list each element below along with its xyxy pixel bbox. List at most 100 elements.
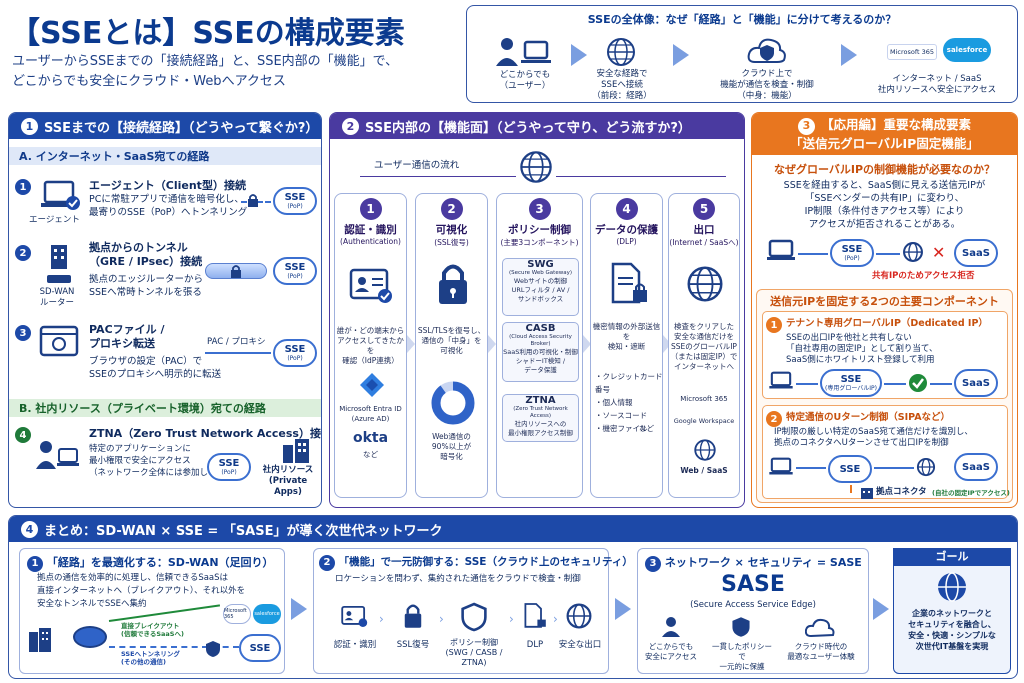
padlock-icon bbox=[439, 264, 467, 304]
function-column-policy: 3 ポリシー制御 (主要3コンポーネント) SWG (Secure Web Ga… bbox=[496, 193, 583, 498]
flow-arrow bbox=[798, 253, 828, 255]
u-turn-path bbox=[850, 485, 852, 493]
sse-cloud: SSE bbox=[828, 455, 872, 483]
building-icon bbox=[29, 628, 51, 652]
chevron-right-icon bbox=[488, 335, 496, 353]
overview-step-4: インターネット / SaaS 社内リソースへ安全にアクセス bbox=[877, 74, 997, 95]
globe-icon bbox=[687, 266, 723, 302]
sse-tunnel-label: SSEへトンネリング (その他の通信) bbox=[121, 650, 180, 666]
private-apps-label: 社内リソース (Private Apps) bbox=[262, 465, 314, 497]
route-item-1-number: 1 bbox=[15, 179, 31, 195]
encryption-stat: Web通信の 90%以上が 暗号化 bbox=[431, 432, 472, 461]
shield-icon bbox=[732, 617, 750, 637]
dlp-desc: 機密情報の外部送信を 検知・遮断 bbox=[592, 322, 661, 351]
component-1-desc: SSEの出口IPを他社と共有しない 「自社専用の固定IP」として割り当て、 Sa… bbox=[786, 333, 938, 365]
function-column-egress: 5 出口 (Internet / SaaSへ) 検査をクリアした 安全な通信だけ… bbox=[668, 193, 740, 498]
goal-box bbox=[893, 548, 1011, 674]
saas-cloud: SaaS bbox=[954, 369, 998, 397]
sse-function-title: 2 「機能」で一元防御する：SSE（クラウド上のセキュリティ） bbox=[319, 554, 633, 571]
flow-line bbox=[556, 176, 726, 177]
auth-logos-more: など bbox=[363, 450, 378, 459]
sdwan-box bbox=[19, 548, 285, 674]
flow-line bbox=[360, 176, 516, 177]
overview-step-3: クラウド上で 機能が通信を検査・制御 （中身：機能） bbox=[720, 69, 814, 101]
entra-id-logo-icon bbox=[360, 373, 384, 397]
route-item-2-number: 2 bbox=[15, 245, 31, 261]
buildings-icon bbox=[283, 439, 309, 463]
chevron-right-icon: › bbox=[509, 612, 514, 626]
component-2-title: 特定通信のUターン制御（SIPAなど） bbox=[786, 412, 951, 423]
globe-icon bbox=[694, 439, 716, 461]
lock-icon bbox=[231, 265, 241, 278]
shield-icon bbox=[206, 641, 220, 657]
sse-function-desc: ロケーションを問わず、集約された通信をクラウドで検査・制御 bbox=[335, 574, 581, 584]
route-item-1-desc: PCに常駐アプリで通信を暗号化し、 最寄りのSSE（PoP）へトンネリング bbox=[89, 194, 248, 218]
visibility-desc: SSL/TLSを復号し、 通信の「中身」を 可視化 bbox=[417, 326, 486, 355]
page-title: 【SSEとは】SSEの構成要素 bbox=[10, 16, 405, 51]
globe-icon bbox=[566, 603, 592, 629]
summary-step-egress: 安全な出口 bbox=[558, 640, 602, 650]
building-router-icon bbox=[47, 245, 71, 283]
function-column-auth: 1 認証・識別 (Authentication) 誰が・どの端末から アクセスし… bbox=[334, 193, 407, 498]
overview-panel: SSEの全体像：なぜ「経路」と「機能」に分けて考えるのか？ どこからでも （ユー… bbox=[466, 5, 1018, 103]
access-denied-label: 共有IPのためアクセス拒否 bbox=[872, 271, 975, 281]
document-lock-icon bbox=[611, 262, 647, 304]
sdwan-desc: 拠点の通信を効率的に処理し、信頼できるSaaSは 直接インターネットへ（ブレイク… bbox=[37, 573, 246, 609]
flow-arrow bbox=[876, 253, 900, 255]
chevron-right-icon: › bbox=[439, 612, 444, 626]
ip-fix-section-title: 送信元IPを固定する2つの主要コンポーネント bbox=[770, 295, 999, 308]
arrow-icon bbox=[291, 598, 307, 620]
route-item-3-title: PACファイル / プロキシ転送 bbox=[89, 323, 165, 350]
flow-arrow bbox=[884, 383, 906, 385]
browser-icon bbox=[39, 325, 79, 357]
sse-pop-cloud: SSE(PoP) bbox=[273, 187, 317, 215]
route-item-1-title: エージェント（Client型）接続 bbox=[89, 179, 246, 192]
deny-x-icon: ✕ bbox=[932, 243, 946, 262]
sse-dedicated-ip-cloud: SSE(専用グローバルIP) bbox=[820, 369, 882, 397]
id-card-icon bbox=[349, 268, 392, 303]
microsoft-365-logo: Microsoft 365 bbox=[680, 395, 728, 403]
dlp-list: ・クレジットカード番号 ・個人情報 ・ソースコード ・機密ファイル bbox=[595, 372, 663, 433]
agent-icon-label: エージェント bbox=[29, 215, 80, 225]
padlock-icon bbox=[404, 604, 422, 628]
sse-function-box bbox=[313, 548, 609, 674]
globe-icon bbox=[607, 38, 635, 66]
cloud-icon bbox=[805, 618, 835, 638]
laptop-icon bbox=[769, 457, 793, 475]
page-subtitle: ユーザーからSSEまでの「接続経路」と、SSE内部の「機能」で、 どこからでも安… bbox=[12, 54, 399, 89]
document-lock-icon bbox=[524, 603, 546, 628]
arrow-icon bbox=[673, 44, 689, 66]
check-circle-icon bbox=[909, 374, 927, 392]
flow-arrow bbox=[930, 383, 952, 385]
advanced-header: 3【応用編】重要な構成要素 「送信元グローバルIP固定機能」 bbox=[752, 113, 1017, 155]
component-2-desc: IP制限の厳しい特定のSaaS宛て通信だけを識別し、 拠点のコネクタへUターンさ… bbox=[774, 427, 973, 448]
laptop-icon bbox=[769, 371, 793, 389]
arrow-icon bbox=[873, 598, 889, 620]
flow-arrow bbox=[796, 467, 826, 469]
globe-icon bbox=[903, 242, 923, 262]
component-1-title: テナント専用グローバルIP（Dedicated IP） bbox=[786, 318, 988, 329]
flow-arrow bbox=[796, 383, 818, 385]
route-item-4-title: ZTNA（Zero Trust Network Access）接続 bbox=[89, 427, 322, 440]
saas-cloud: SaaS bbox=[954, 239, 998, 267]
salesforce-logo: salesforce bbox=[253, 604, 281, 624]
sse-tunnel-path bbox=[109, 646, 239, 648]
sse-pop-cloud: SSE(PoP) bbox=[207, 453, 251, 481]
router-icon-label: SD-WAN ルーター bbox=[39, 287, 75, 308]
user-laptop-icon bbox=[36, 441, 79, 469]
overview-step-1: どこからでも （ユーザー） bbox=[499, 70, 551, 91]
component-2-number: 2 bbox=[766, 411, 782, 427]
chevron-right-icon bbox=[583, 335, 591, 353]
sase-box bbox=[637, 548, 869, 674]
user-icon bbox=[662, 617, 680, 637]
egress-desc: 検査をクリアした 安全な通信だけを SSEのグローバルIP （または固定IP）で… bbox=[670, 322, 738, 371]
encryption-ratio-donut bbox=[431, 381, 475, 425]
ztna-box: ZTNA (Zero Trust Network Access) 社内リソースへ… bbox=[502, 394, 579, 442]
sase-full-name: (Secure Access Service Edge) bbox=[690, 600, 816, 610]
function-column-visibility: 2 可視化 (SSL復号) SSL/TLSを復号し、 通信の「中身」を 可視化 … bbox=[415, 193, 488, 498]
summary-step-dlp: DLP bbox=[526, 640, 544, 650]
chevron-right-icon bbox=[663, 335, 671, 353]
chevron-right-icon: › bbox=[379, 612, 384, 626]
route-item-4-desc: 特定のアプリケーションに 最小権限で安全にアクセス （ネットワーク全体には参加し… bbox=[89, 444, 234, 478]
goal-title: ゴール bbox=[893, 548, 1011, 566]
